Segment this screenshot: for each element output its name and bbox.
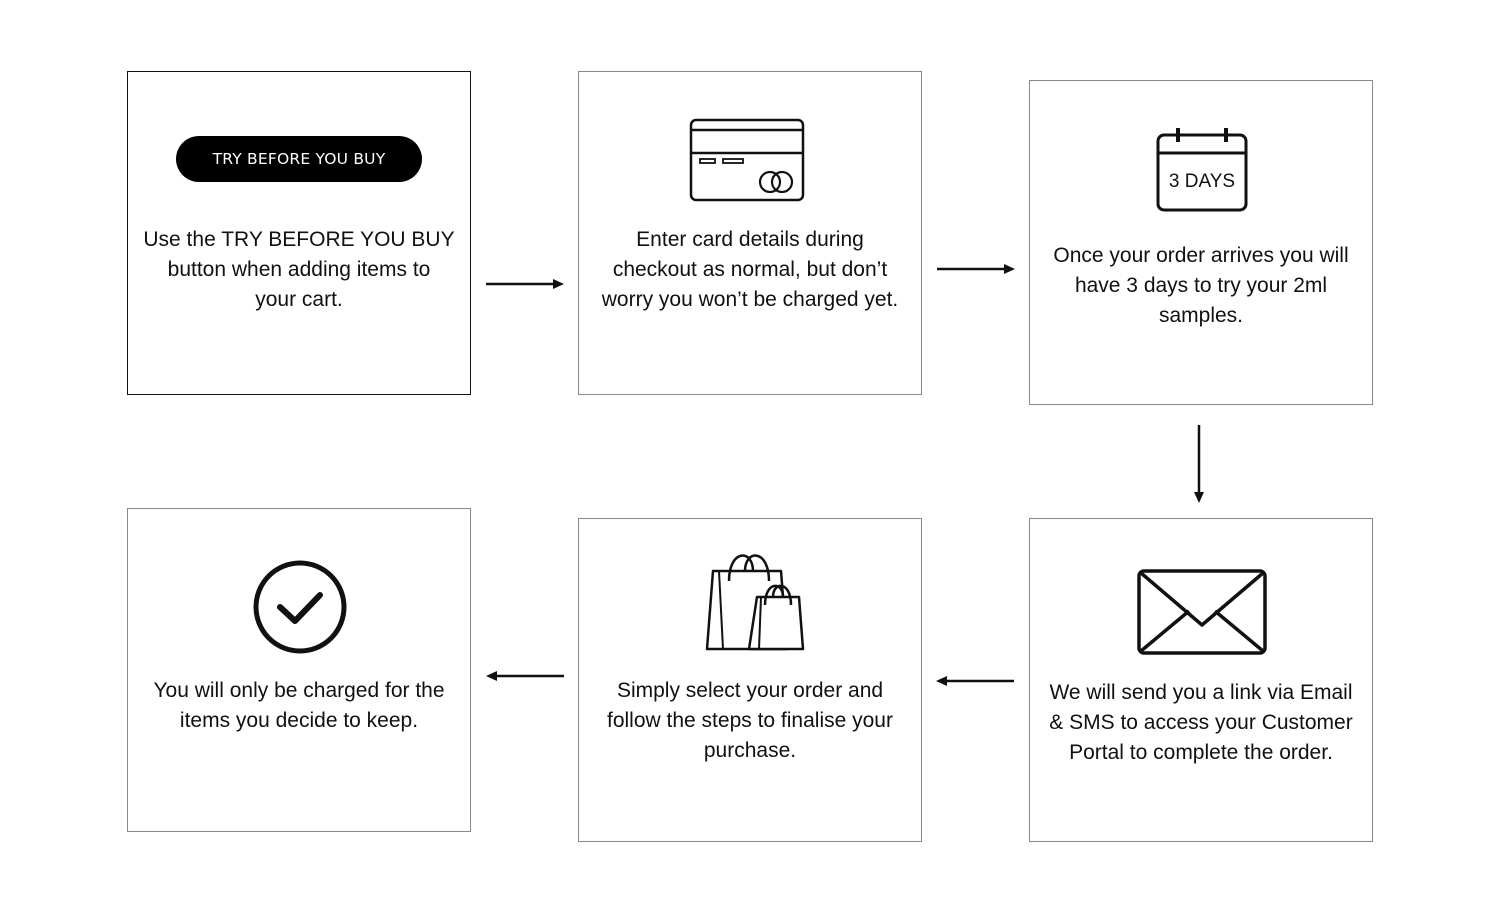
step-6-text: You will only be charged for the items y… — [153, 679, 445, 732]
arrow-right-icon — [486, 279, 564, 289]
envelope-icon — [1137, 569, 1267, 655]
step-6-box: You will only be charged for the items y… — [127, 508, 471, 832]
arrow-right-icon — [937, 264, 1015, 274]
step-4-text: We will send you a link via Email & SMS … — [1049, 681, 1353, 764]
try-before-you-buy-button[interactable]: TRY BEFORE YOU BUY — [176, 136, 422, 182]
step-3-box: 3 DAYS Once your order arrives you will … — [1029, 80, 1373, 405]
step-1-box: TRY BEFORE YOU BUY Use the TRY BEFORE YO… — [127, 71, 471, 395]
step-2-text: Enter card details during checkout as no… — [601, 228, 899, 311]
step-5-box: Simply select your order and follow the … — [578, 518, 922, 842]
credit-card-icon — [689, 118, 805, 202]
checkmark-circle-icon — [253, 560, 347, 654]
calendar-icon: 3 DAYS — [1156, 128, 1248, 212]
arrow-down-icon — [1194, 425, 1204, 503]
shopping-bags-icon — [705, 554, 805, 651]
arrow-left-icon — [936, 676, 1014, 686]
step-1-text: Use the TRY BEFORE YOU BUY button when a… — [143, 228, 455, 311]
step-4-box: We will send you a link via Email & SMS … — [1029, 518, 1373, 842]
arrow-left-icon — [486, 671, 564, 681]
calendar-days-label: 3 DAYS — [1169, 171, 1235, 192]
step-5-text: Simply select your order and follow the … — [607, 679, 893, 762]
step-2-box: Enter card details during checkout as no… — [578, 71, 922, 395]
step-3-text: Once your order arrives you will have 3 … — [1053, 244, 1349, 327]
